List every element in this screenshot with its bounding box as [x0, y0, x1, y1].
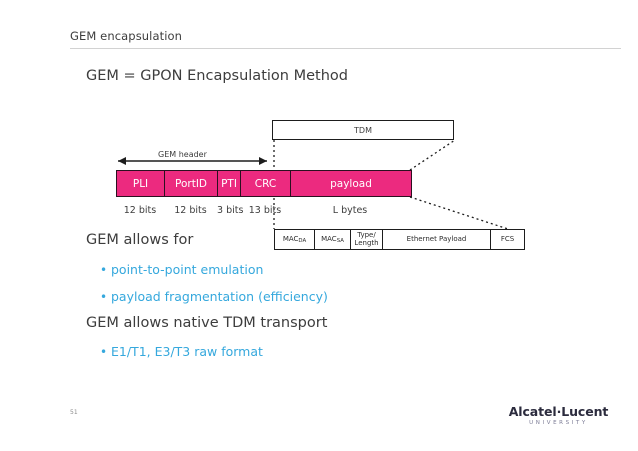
ethernet-cell-fcs: FCS: [500, 234, 515, 243]
list-item-point-to-point-emulation: •point-to-point emulation: [100, 262, 263, 277]
ethernet-cell-payload: Ethernet Payload: [383, 230, 491, 249]
ethernet-cell-mac-sa-label: MAC: [321, 234, 337, 243]
page-title: GEM encapsulation: [70, 29, 183, 43]
gem-cell-portid: PortID: [165, 171, 218, 196]
ethernet-cell-type-length-label: Type/Length: [354, 231, 379, 247]
gem-size-pti: 3 bits: [217, 205, 244, 216]
lead-gem-native-tdm: GEM allows native TDM transport: [86, 315, 328, 331]
ethernet-cell-mac-da-subscript: DA: [298, 237, 307, 244]
gem-cell-payload: payload: [291, 171, 411, 196]
list-item-payload-fragmentation: •payload fragmentation (efficiency): [100, 289, 328, 304]
page-number: 51: [70, 409, 78, 416]
gem-frame-bar: PLI PortID PTI CRC payload: [116, 170, 412, 197]
gem-size-portid: 12 bits: [174, 205, 207, 216]
ethernet-cell-type-length: Type/Length: [351, 230, 383, 249]
gem-cell-pli: PLI: [117, 171, 165, 196]
bullet-dot-icon: •: [100, 263, 108, 277]
list-item-label: payload fragmentation (efficiency): [111, 289, 328, 304]
gem-size-pli: 12 bits: [123, 205, 157, 216]
list-item-e1t1-e3t3-raw-format: •E1/T1, E3/T3 raw format: [100, 344, 263, 359]
logo-subtitle: UNIVERSITY: [529, 420, 588, 426]
ethernet-cell-mac-sa-subscript: SA: [336, 237, 344, 244]
gem-cell-crc: CRC: [241, 171, 291, 196]
lead-gem-allows-for: GEM allows for: [86, 232, 194, 248]
alcatel-lucent-university-logo: Alcatel·Lucent UNIVERSITY: [501, 404, 616, 426]
ethernet-cell-mac-da-label: MAC: [282, 234, 299, 243]
tdm-box: TDM: [272, 120, 454, 140]
gem-frame-size-labels: 12 bits 12 bits 3 bits 13 bits L bytes: [116, 205, 410, 216]
gem-size-crc: 13 bits: [248, 205, 282, 216]
tdm-box-label: TDM: [354, 125, 372, 135]
title-divider: [70, 48, 621, 49]
leader-line-payload-to-ethernet: [409, 196, 509, 230]
gem-header-label: GEM header: [158, 150, 207, 159]
bullet-dot-icon: •: [100, 290, 108, 304]
bullet-dot-icon: •: [100, 345, 108, 359]
logo-wordmark: Alcatel·Lucent: [508, 404, 609, 419]
list-item-label: E1/T1, E3/T3 raw format: [111, 344, 263, 359]
gem-size-payload: L bytes: [332, 205, 368, 216]
slide-subtitle: GEM = GPON Encapsulation Method: [86, 68, 348, 84]
list-item-label: point-to-point emulation: [111, 262, 264, 277]
leader-line-payload-to-tdm: [409, 139, 456, 171]
gem-cell-pti: PTI: [218, 171, 241, 196]
gem-header-bracket-arrow: [118, 157, 267, 165]
